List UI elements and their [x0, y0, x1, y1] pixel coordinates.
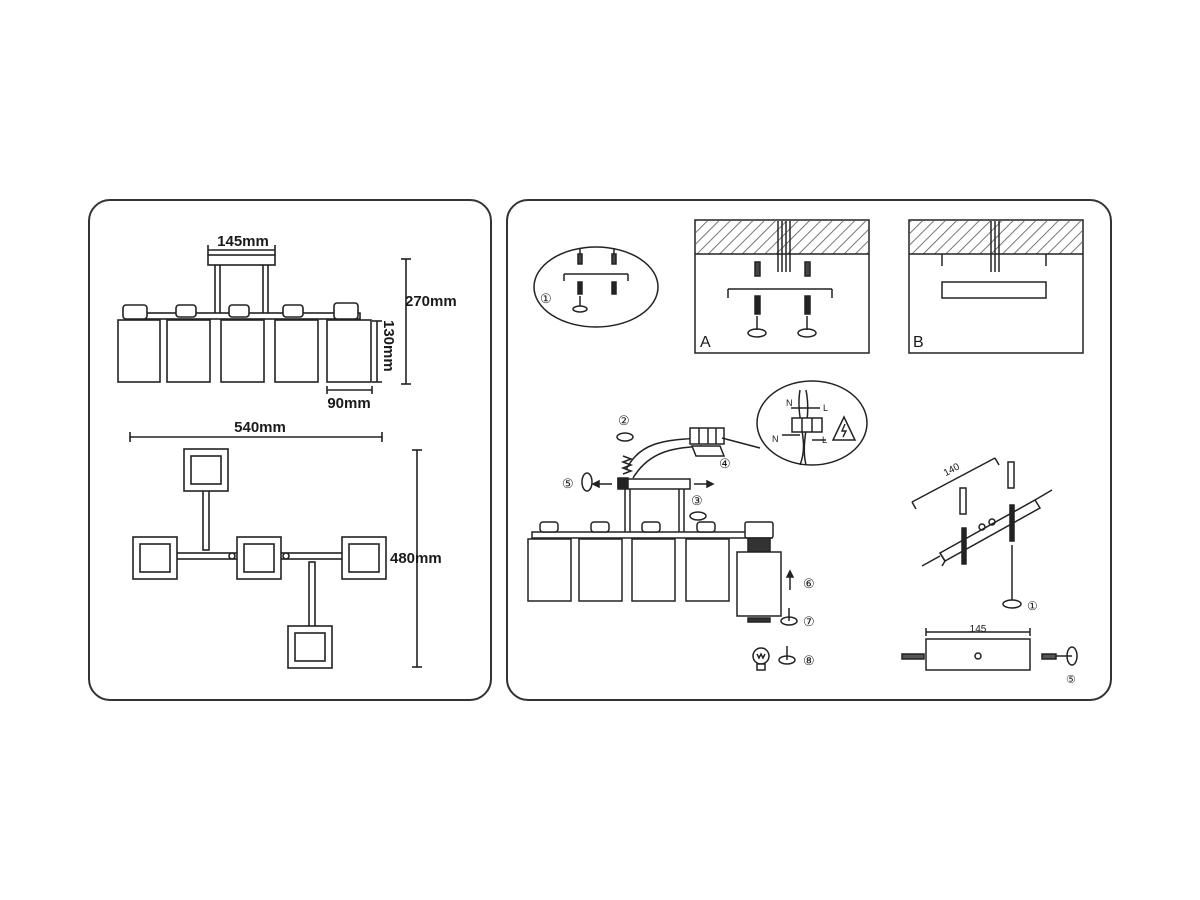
dim-shade-width: 90mm	[327, 395, 370, 412]
option-a-label: A	[700, 334, 711, 351]
step-1-marker: ①	[540, 291, 552, 306]
option-a-box	[694, 219, 870, 354]
front-shade	[274, 304, 319, 383]
step1-oval	[533, 246, 659, 328]
top-shade	[236, 536, 282, 580]
plate-length-label: 145	[970, 624, 987, 635]
step-3-marker: ③	[691, 493, 703, 508]
top-shade	[132, 536, 178, 580]
top-shade	[341, 536, 387, 580]
wiring-callout	[721, 380, 868, 466]
live-label-top: L	[823, 403, 828, 413]
dim-span-width: 540mm	[234, 419, 286, 436]
plate-step-5-marker: ⑤	[1066, 674, 1076, 686]
bracket-step-1-marker: ①	[1027, 599, 1038, 613]
option-b-box	[908, 219, 1084, 354]
step-6-marker: ⑥	[803, 576, 815, 591]
step-8-marker: ⑧	[803, 653, 815, 668]
assembly-shade	[578, 521, 623, 602]
top-view	[129, 432, 422, 669]
top-shade	[287, 625, 333, 669]
neutral-label-top: N	[786, 398, 793, 408]
step-2-marker: ②	[618, 413, 630, 428]
assembly-view	[527, 427, 798, 665]
step-7-marker: ⑦	[803, 614, 815, 629]
option-b-label: B	[913, 334, 924, 351]
step-5-marker: ⑤	[562, 476, 574, 491]
dimensions-panel	[88, 199, 492, 701]
assembly-shade	[685, 521, 730, 602]
neutral-label-bottom: N	[772, 434, 779, 444]
assembly-shade	[631, 521, 676, 602]
dim-span-depth: 480mm	[390, 550, 442, 567]
assembly-shade	[527, 521, 572, 602]
dim-width-top: 145mm	[217, 233, 269, 250]
mounting-plate	[901, 628, 1078, 671]
light-bulb-icon	[752, 647, 770, 671]
front-shade	[220, 304, 265, 383]
bracket-detail	[911, 457, 1053, 609]
front-view	[117, 245, 411, 394]
electric-hazard-icon	[831, 415, 857, 441]
step-4-marker: ④	[719, 456, 731, 471]
front-shade	[117, 304, 161, 383]
dim-height-total: 270mm	[405, 293, 457, 310]
front-shade	[326, 302, 372, 383]
live-label-bottom: L	[822, 435, 827, 445]
front-shade	[166, 304, 211, 383]
dim-shade-height: 130mm	[380, 320, 397, 372]
top-shade	[183, 448, 229, 492]
